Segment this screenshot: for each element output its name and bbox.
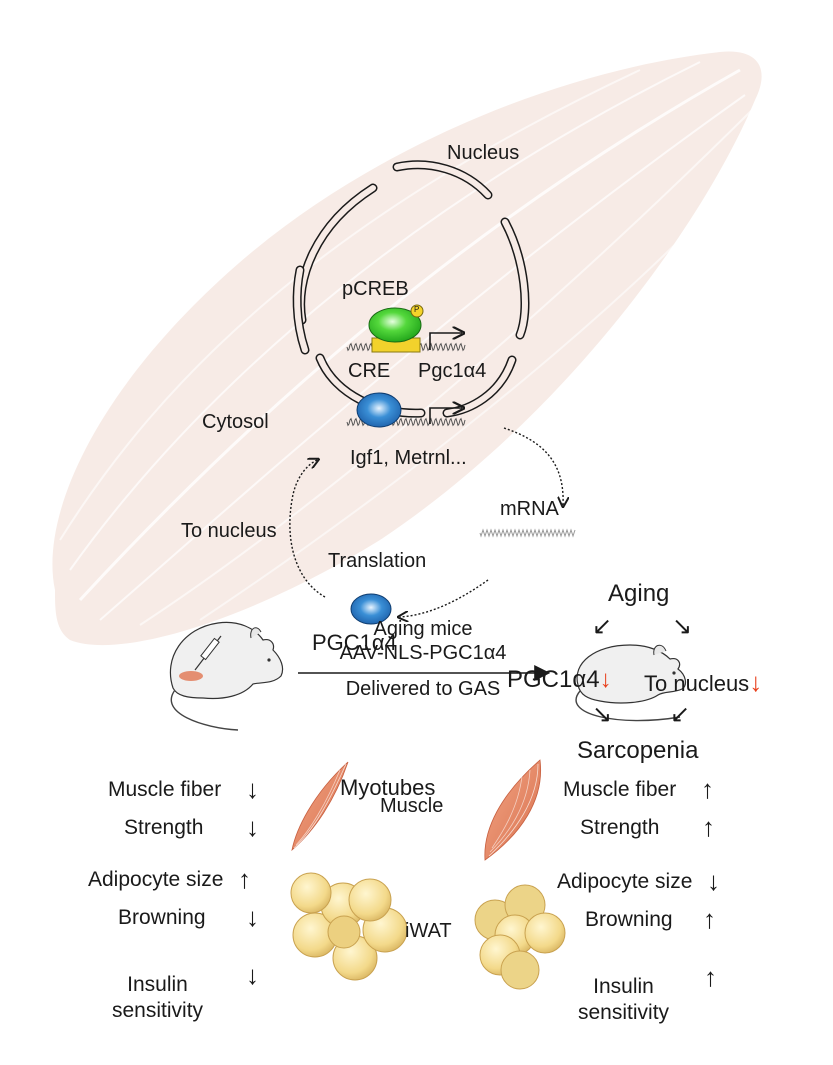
before-label: Muscle fiber [108,778,222,801]
down-arrow-icon: ↓ [246,812,259,842]
tss-arrow-1 [429,333,462,350]
before-row-insulin-sensitivity: Insulin sensitivity ↓ [112,946,259,1050]
cre-label: CRE [348,360,391,382]
pcreb-protein [368,307,422,343]
before-label: Adipocyte size [88,868,224,891]
after-label: Browning [585,908,673,931]
injection-site [179,671,203,681]
cytosol-label: Cytosol [202,411,269,433]
after-label: Muscle fiber [563,778,677,801]
before-label: Strength [124,816,204,839]
aged-mouse-injected [169,621,284,731]
muscle-tissue-label: Muscle [380,795,444,817]
myotubes-label: Myotubes [340,775,436,800]
aging-label: Aging [608,580,670,607]
treatment-line-2: AAV-NLS-PGC1α4 [339,642,507,664]
after-row-strength: Strength ↑ [580,812,715,842]
translation-arrow [400,579,489,617]
mrna-strand [479,528,576,538]
export-arrow [503,427,563,505]
nucleus-label: Nucleus [447,142,520,164]
pgc1a4-cytosolic-protein [350,593,392,625]
arrow-se-1: ↘ [672,613,693,640]
phospho-label: P [414,305,420,314]
pgc1a4-decrease-label: PGC1α4↓ [507,666,612,694]
iwat-tissue-label: iWAT [405,920,452,942]
mrna-label: mRNA [500,498,559,520]
after-label: Insulin sensitivity [578,975,670,1024]
sarcopenia-label: Sarcopenia [577,737,699,764]
up-arrow-icon: ↑ [238,864,251,894]
muscle-icon-after [484,759,542,861]
before-row-browning: Browning ↓ [118,902,259,932]
to-nucleus-decrease-label: To nucleus↓ [644,667,762,698]
after-row-browning: Browning ↑ [585,904,716,934]
before-row-muscle-fiber: Muscle fiber ↓ [108,774,259,804]
treatment-line-1: Aging mice [373,618,473,640]
target-genes-label: Igf1, Metrnl... [350,447,467,469]
up-arrow-icon: ↑ [703,904,716,934]
up-arrow-icon: ↑ [702,812,715,842]
red-down-arrow-icon: ↓ [599,666,612,693]
up-arrow-icon: ↑ [701,774,714,804]
after-row-muscle-fiber: Muscle fiber ↑ [563,774,714,804]
pgc1a4-nuclear-protein [356,392,402,428]
pgc1a4-protein-label: PGC1α4 [312,630,397,655]
before-row-adipocyte-size: Adipocyte size ↑ [88,864,251,894]
iwat-cluster-before [290,872,408,981]
arrow-se-2: ↘ [592,701,613,728]
after-row-insulin-sensitivity: Insulin sensitivity ↑ [578,948,717,1052]
down-arrow-icon: ↓ [246,902,259,932]
pgc1a4-text: PGC1α4 [507,666,600,693]
up-arrow-icon: ↑ [704,962,717,992]
down-arrow-icon: ↓ [246,960,259,990]
after-label: Strength [580,816,660,839]
before-label: Insulin sensitivity [112,973,204,1022]
down-arrow-icon: ↓ [707,866,720,896]
down-arrow-icon: ↓ [246,774,259,804]
before-label: Browning [118,906,206,929]
to-nucleus-label: To nucleus [181,520,277,542]
tss-arrow-2 [429,408,462,424]
pcreb-label: pCREB [342,278,409,300]
red-down-arrow-icon: ↓ [749,667,763,697]
treated-mouse [575,644,687,722]
arrow-sw-1: ↙ [592,613,613,640]
after-row-adipocyte-size: Adipocyte size ↓ [557,866,720,896]
muscle-icon-before [291,761,349,852]
after-label: Adipocyte size [557,870,693,893]
iwat-cluster-after [474,884,566,990]
before-row-strength: Strength ↓ [124,812,259,842]
pgc1a4-gene-label: Pgc1α4 [418,360,487,382]
translation-label: Translation [328,550,427,572]
phospho-group [410,304,424,318]
treatment-line-3: Delivered to GAS [345,678,501,700]
to-nucleus-text: To nucleus [644,671,750,696]
arrow-sw-2: ↙ [670,701,691,728]
